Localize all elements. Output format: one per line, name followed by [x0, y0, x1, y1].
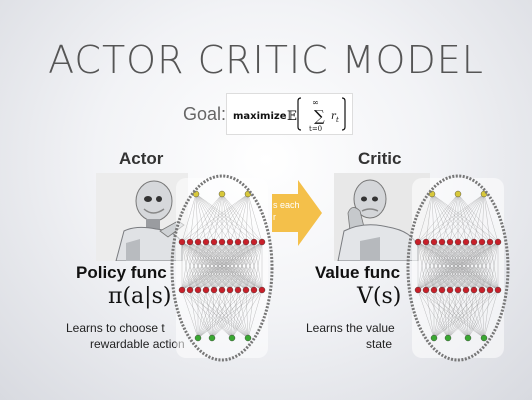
critic-heading: Critic: [358, 149, 402, 168]
actor-function-formula: π(a|s): [108, 284, 172, 309]
actor-function-title: Policy func: [76, 263, 167, 282]
formula-expectation: 𝔼: [287, 109, 297, 124]
formula-sum-sign: ∑: [314, 107, 325, 125]
critic-description-line2: state: [366, 337, 393, 351]
actor-heading: Actor: [119, 149, 164, 168]
actor-description-line2: rewardable action: [90, 337, 185, 351]
actor-description-line1: Learns to choose t: [66, 321, 165, 335]
goal-label: Goal:: [183, 104, 227, 124]
arrow-text-line1: s each: [273, 200, 300, 210]
critic-neural-network-image: [406, 174, 510, 362]
formula-term: r: [331, 111, 337, 122]
formula-sum-lower: t=0: [309, 125, 322, 133]
critic-function-title: Value func: [315, 263, 401, 282]
slide-title: ACTOR CRITIC MODEL: [48, 38, 484, 82]
actor-neural-network-image: [170, 174, 274, 362]
critic-function-formula: V(s): [357, 284, 402, 309]
critic-description-line1: Learns the value: [306, 321, 395, 335]
formula-term-subscript: t: [336, 116, 339, 124]
arrow-text-line2: r: [273, 212, 276, 222]
goal-formula: maximize 𝔼 ∞ ∑ t=0 r t: [226, 93, 353, 135]
formula-sum-upper: ∞: [312, 98, 319, 107]
actor-to-critic-arrow: [272, 180, 322, 251]
formula-maximize: maximize: [233, 111, 287, 122]
